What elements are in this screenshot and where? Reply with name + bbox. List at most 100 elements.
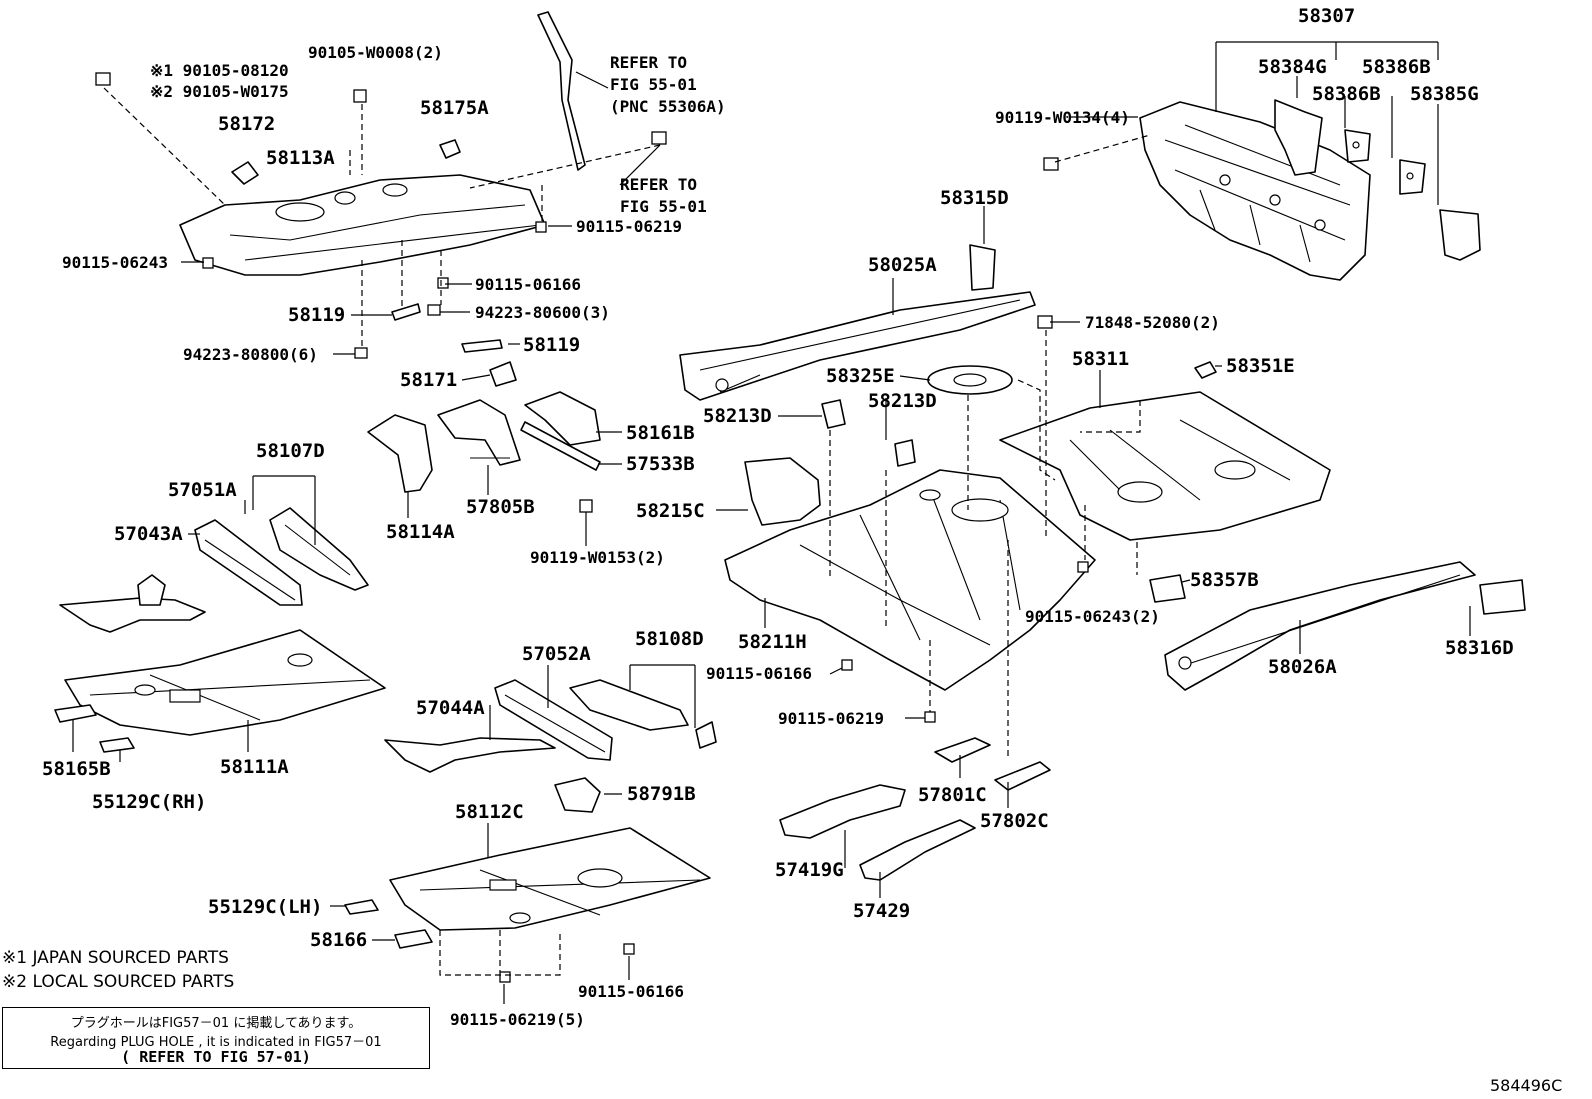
label-58161B: 58161B (626, 422, 695, 444)
label-refer-1-line3: (PNC 55306A) (610, 97, 726, 116)
label-58175A: 58175A (420, 97, 489, 119)
label-90119-W0134: 90119-W0134(4) (995, 108, 1130, 127)
part-58213D-bracket-a (821, 399, 846, 429)
part-58215C-panel (744, 457, 821, 526)
label-58171: 58171 (400, 369, 457, 391)
part-58161B-bracket (524, 391, 601, 446)
part-58114A-bracket (367, 399, 521, 493)
label-58113A: 58113A (266, 147, 335, 169)
part-58025A-member (679, 291, 1036, 401)
label-94223-80800: 94223-80800(6) (183, 345, 318, 364)
part-58171-bracket (489, 361, 517, 387)
part-57052A-member (494, 679, 613, 761)
diagram-id: 584496C (1490, 1076, 1563, 1095)
label-58351E: 58351E (1226, 355, 1295, 377)
note-english: Regarding PLUG HOLE , it is indicated in… (50, 1035, 382, 1050)
label-57052A: 57052A (522, 643, 591, 665)
label-refer-1-line1: REFER TO (610, 53, 687, 72)
label-57805B: 57805B (466, 496, 535, 518)
label-57801C: 57801C (918, 784, 987, 806)
part-57043A-member (59, 574, 206, 633)
part-58351E-clip (1194, 361, 1217, 379)
part-58119-clip-a (391, 303, 421, 321)
label-90115-06219-c: 90115-06219 (778, 709, 884, 728)
label-58119-a: 58119 (288, 304, 345, 326)
part-57051A-member (194, 519, 303, 606)
label-58211H: 58211H (738, 631, 807, 653)
label-58791B: 58791B (627, 783, 696, 805)
label-58107D: 58107D (256, 440, 325, 462)
part-seatbelt-strap (537, 11, 586, 171)
plug-hole-note-box: プラグホールはFIG57－01 に掲載してあります。 Regarding PLU… (2, 1007, 430, 1069)
label-57419G: 57419G (775, 859, 844, 881)
label-58386B-a: 58386B (1362, 56, 1431, 78)
part-58211H-floor-pan (724, 469, 1096, 691)
label-58386B-b: 58386B (1312, 83, 1381, 105)
label-58307: 58307 (1298, 5, 1355, 27)
part-58325E-plate (927, 365, 1013, 395)
legend-japan-sourced: ※1 JAPAN SOURCED PARTS (2, 948, 229, 968)
label-58108D: 58108D (635, 628, 704, 650)
part-57419G-member (779, 784, 906, 839)
label-57043A: 57043A (114, 523, 183, 545)
label-55129C-LH: 55129C(LH) (208, 896, 322, 918)
part-58026A-member (1164, 561, 1476, 691)
part-58386B-bracket-a (1344, 129, 1371, 163)
part-57802C-bracket (994, 761, 1051, 791)
callout-labels: 58307 58384G 58386B 58386B 58385G 90119-… (42, 5, 1514, 1029)
label-90115-06243-2: 90115-06243(2) (1025, 607, 1160, 626)
label-58166: 58166 (310, 929, 367, 951)
part-58384G-bracket (1274, 99, 1323, 176)
part-58166-pad (394, 929, 433, 949)
label-58112C: 58112C (455, 801, 524, 823)
label-58215C: 58215C (636, 500, 705, 522)
part-58108D-member (569, 679, 717, 749)
part-55129C-LH-pad (344, 899, 379, 915)
part-57429-member (859, 819, 976, 881)
label-90115-06166-b: 90115-06166 (578, 982, 684, 1001)
label-refer-1-line2: FIG 55-01 (610, 75, 697, 94)
part-58307-panel (1139, 101, 1371, 281)
label-58384G: 58384G (1258, 56, 1327, 78)
label-58111A: 58111A (220, 756, 289, 778)
label-58114A: 58114A (386, 521, 455, 543)
label-58025A: 58025A (868, 254, 937, 276)
label-refer-2-line2: FIG 55-01 (620, 197, 707, 216)
part-58357B-bracket (1149, 574, 1186, 603)
part-58112C-floor (389, 827, 711, 931)
part-58172-clip (231, 161, 259, 185)
label-58385G: 58385G (1410, 83, 1479, 105)
part-58119-clip-b (461, 339, 503, 353)
part-58386B-bracket-b (1399, 159, 1426, 195)
label-94223-80600: 94223-80600(3) (475, 303, 610, 322)
part-57044A-member (384, 737, 556, 773)
part-58213D-bracket-b (894, 439, 916, 467)
part-55129C-RH-pad (99, 737, 135, 753)
label-57044A: 57044A (416, 697, 485, 719)
part-58107D-member (269, 507, 369, 591)
label-57802C: 57802C (980, 810, 1049, 832)
label-refer-2-line1: REFER TO (620, 175, 697, 194)
part-57533B-bar (520, 421, 601, 471)
label-58325E: 58325E (826, 365, 895, 387)
label-57533B: 57533B (626, 453, 695, 475)
note-refer: ( REFER TO FIG 57-01) (121, 1048, 311, 1066)
part-58165B-pad (54, 704, 97, 723)
label-90115-06219-5: 90115-06219(5) (450, 1010, 585, 1029)
part-58385G-bracket (1439, 209, 1481, 261)
label-58213D-b: 58213D (868, 390, 937, 412)
label-58119-b: 58119 (523, 334, 580, 356)
label-58311: 58311 (1072, 348, 1129, 370)
label-90115-06243: 90115-06243 (62, 253, 168, 272)
label-55129C-RH: 55129C(RH) (92, 791, 206, 813)
part-58175A-clip (439, 139, 461, 159)
part-58316D-bracket (1479, 579, 1526, 615)
label-58213D-a: 58213D (703, 405, 772, 427)
part-57801C-bracket (934, 737, 991, 763)
label-90115-06166-t: 90115-06166 (475, 275, 581, 294)
label-90119-W0153: 90119-W0153(2) (530, 548, 665, 567)
label-57051A: 57051A (168, 479, 237, 501)
label-58315D: 58315D (940, 187, 1009, 209)
part-58315D-bracket (969, 244, 996, 291)
